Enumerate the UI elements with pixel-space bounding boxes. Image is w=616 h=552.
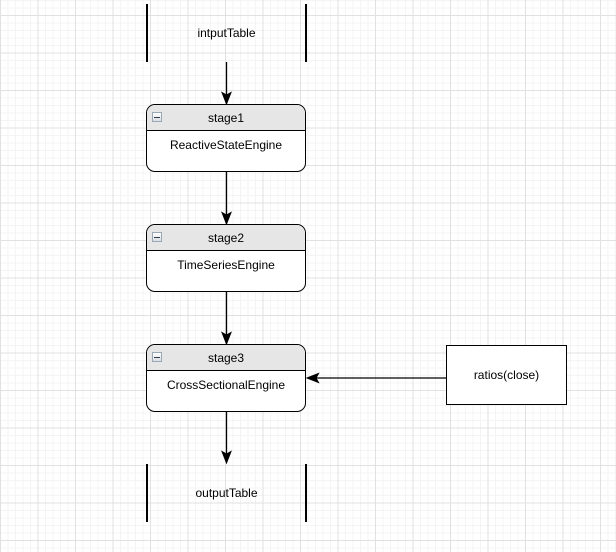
node-stage1: stage1 ReactiveStateEngine bbox=[146, 104, 306, 172]
node-stage3: stage3 CrossSectionalEngine bbox=[146, 344, 306, 412]
stage3-header: stage3 bbox=[147, 345, 305, 371]
stage2-body: TimeSeriesEngine bbox=[177, 258, 275, 272]
collapse-icon[interactable] bbox=[152, 112, 162, 122]
arrow-input-to-stage1 bbox=[221, 62, 232, 106]
stage3-title: stage3 bbox=[207, 350, 245, 365]
node-ratios: ratios(close) bbox=[446, 345, 567, 405]
stage2-header: stage2 bbox=[147, 225, 305, 251]
output-table-label: outputTable bbox=[195, 486, 258, 500]
arrow-stage1-to-stage2 bbox=[221, 172, 232, 226]
collapse-minus-icon bbox=[154, 116, 160, 118]
stage3-body: CrossSectionalEngine bbox=[166, 378, 286, 392]
collapse-icon[interactable] bbox=[152, 232, 162, 242]
collapse-minus-icon bbox=[154, 236, 160, 238]
stage1-body: ReactiveStateEngine bbox=[169, 138, 283, 152]
node-stage2: stage2 TimeSeriesEngine bbox=[146, 224, 306, 292]
collapse-icon[interactable] bbox=[152, 352, 162, 362]
input-table-label: intputTable bbox=[197, 26, 256, 40]
arrow-stage2-to-stage3 bbox=[221, 292, 232, 346]
stage1-header: stage1 bbox=[147, 105, 305, 131]
ratios-label: ratios(close) bbox=[473, 368, 540, 382]
collapse-minus-icon bbox=[154, 356, 160, 358]
arrow-stage3-to-output bbox=[221, 412, 232, 465]
node-output-table: outputTable bbox=[146, 464, 307, 522]
stage1-title: stage1 bbox=[207, 110, 245, 125]
stage2-title: stage2 bbox=[207, 230, 245, 245]
arrow-ratios-to-stage3 bbox=[305, 372, 446, 384]
node-input-table: intputTable bbox=[146, 4, 307, 62]
